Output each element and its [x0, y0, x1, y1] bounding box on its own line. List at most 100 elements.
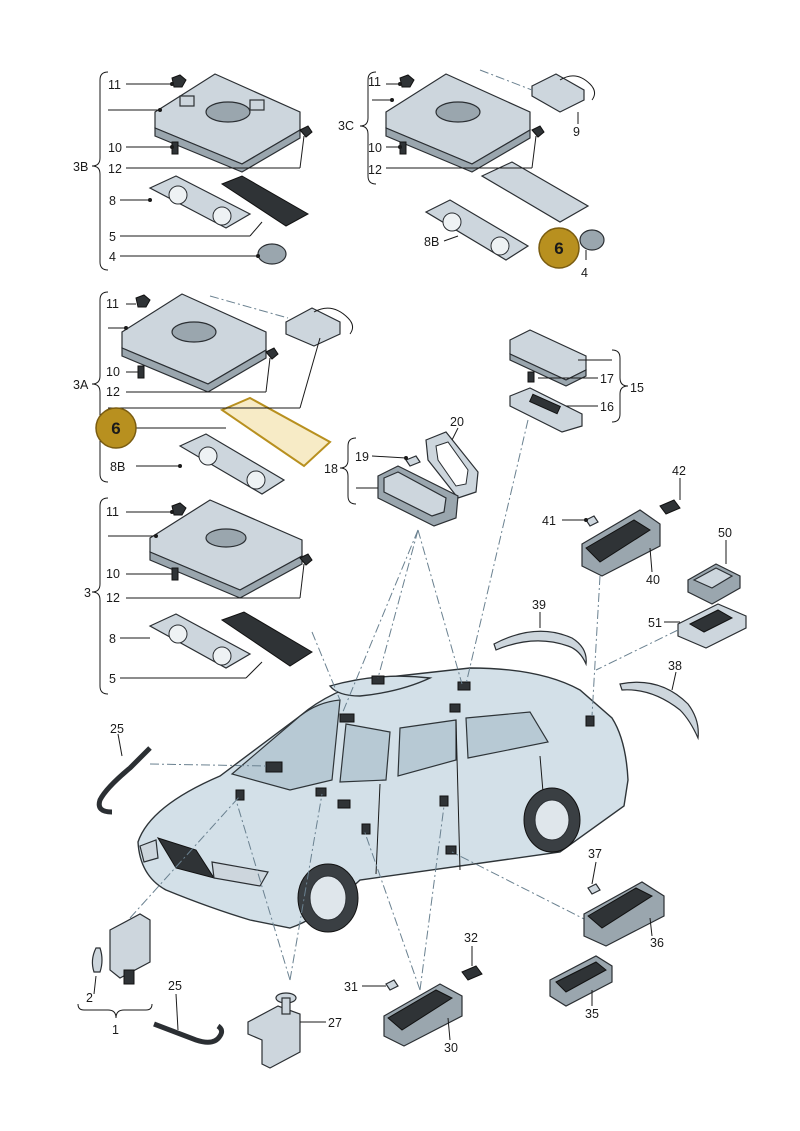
- label-11: 11: [108, 78, 121, 92]
- socket-4-3b[interactable]: [257, 243, 287, 265]
- marker-roof-lamp[interactable]: [457, 681, 471, 691]
- label-27: 27: [328, 1016, 342, 1030]
- label-31: 31: [344, 980, 358, 994]
- label-4: 4: [109, 250, 116, 264]
- screw-12-3a[interactable]: [265, 347, 279, 360]
- marker-sunroof-lamp[interactable]: [371, 675, 385, 685]
- label-42: 42: [672, 464, 686, 478]
- label-12: 12: [106, 591, 120, 605]
- front-door-window: [397, 719, 457, 777]
- label-11: 11: [106, 505, 119, 519]
- label-5: 5: [109, 672, 116, 686]
- group-18: 18 19 20: [324, 415, 479, 527]
- bulb-10-3[interactable]: [171, 567, 179, 581]
- label-8b: 8B: [424, 235, 439, 249]
- trim-panel-6-highlighted[interactable]: [219, 396, 332, 468]
- label-40: 40: [646, 573, 660, 587]
- screw-12-3b[interactable]: [299, 125, 313, 138]
- bulb-37[interactable]: [587, 883, 601, 895]
- group-30: 31 32 30: [344, 931, 483, 1055]
- label-39: 39: [532, 598, 546, 612]
- label-12: 12: [368, 163, 382, 177]
- label-5: 5: [109, 230, 116, 244]
- clip-11-3[interactable]: [171, 502, 187, 516]
- marker-front-lamp[interactable]: [265, 761, 283, 773]
- label-11: 11: [368, 75, 381, 89]
- clip-11-3c[interactable]: [399, 74, 415, 88]
- bulb-41[interactable]: [585, 515, 599, 527]
- module-9[interactable]: [531, 73, 585, 113]
- label-30: 30: [444, 1041, 458, 1055]
- label-8: 8: [109, 632, 116, 646]
- label-11: 11: [106, 297, 119, 311]
- label-3a: 3A: [73, 378, 89, 392]
- label-35: 35: [585, 1007, 599, 1021]
- connector-42[interactable]: [659, 499, 681, 515]
- lamp-unit-1[interactable]: [109, 913, 151, 979]
- label-38: 38: [668, 659, 682, 673]
- label-19: 19: [355, 450, 369, 464]
- trim-strip-39[interactable]: [493, 630, 587, 667]
- label-9: 9: [573, 125, 580, 139]
- label-18: 18: [324, 462, 338, 476]
- lens-5-3b[interactable]: [220, 175, 310, 227]
- group-35: 35: [549, 955, 613, 1021]
- label-8: 8: [109, 194, 116, 208]
- label-3c: 3C: [338, 119, 354, 133]
- group-27: 27: [247, 992, 342, 1069]
- highlight-callout-6[interactable]: [95, 407, 137, 449]
- lens-5-3[interactable]: [220, 611, 313, 667]
- label-12: 12: [106, 385, 120, 399]
- label-51: 51: [648, 616, 662, 630]
- bulb-31[interactable]: [385, 979, 399, 991]
- cable-25-lower[interactable]: [153, 1021, 225, 1045]
- connector-32[interactable]: [461, 965, 483, 981]
- headlight: [211, 861, 269, 887]
- bulb-17[interactable]: [527, 371, 535, 383]
- trim-panel-6-3c[interactable]: [480, 161, 590, 223]
- clip-11-3a[interactable]: [135, 294, 151, 308]
- highlight-callout-6[interactable]: [538, 227, 580, 269]
- label-3b: 3B: [73, 160, 88, 174]
- label-10: 10: [368, 141, 382, 155]
- lens-8b-3a[interactable]: [178, 433, 286, 495]
- group-3a: 3A 11 10 12 8B 6: [73, 291, 354, 495]
- switch-27[interactable]: [247, 1005, 301, 1069]
- bulb-19[interactable]: [405, 455, 421, 467]
- clip-11-3b[interactable]: [171, 74, 187, 88]
- label-41: 41: [542, 514, 556, 528]
- cable-25[interactable]: [96, 746, 152, 815]
- bulb-2[interactable]: [91, 947, 103, 973]
- trim-strips: 39 38: [493, 598, 699, 741]
- label-17: 17: [600, 372, 614, 386]
- group-50-51: 50 51: [648, 526, 747, 649]
- group-3b: 3B 11 10 12 8 5 4: [73, 71, 313, 271]
- group-3: 3 11 10 12 8 5: [84, 497, 313, 695]
- label-1: 1: [112, 1023, 119, 1037]
- screw-12-3[interactable]: [299, 553, 313, 566]
- label-8b: 8B: [110, 460, 125, 474]
- label-12: 12: [108, 162, 122, 176]
- lens-8b-3c[interactable]: [424, 199, 530, 261]
- label-25: 25: [168, 979, 182, 993]
- front-side-window: [339, 723, 391, 783]
- label-2: 2: [86, 991, 93, 1005]
- label-37: 37: [588, 847, 602, 861]
- label-10: 10: [106, 567, 120, 581]
- label-50: 50: [718, 526, 732, 540]
- group-3c: 3C 11 10 12 9 8B 4 6: [338, 69, 605, 280]
- socket-4-3c[interactable]: [579, 229, 605, 251]
- lamp-16[interactable]: [509, 387, 583, 433]
- group-25-lower: 25: [153, 979, 225, 1045]
- label-4: 4: [581, 266, 588, 280]
- bulb-10-3a[interactable]: [137, 365, 145, 379]
- module-3a[interactable]: [285, 307, 341, 347]
- car-body: [137, 667, 629, 933]
- group-36: 37 36: [583, 847, 665, 950]
- group-25-upper: 25: [96, 722, 152, 815]
- group-1: 2 1: [77, 913, 153, 1037]
- group-40: 41 42 40: [542, 464, 686, 587]
- screw-12-3c[interactable]: [531, 125, 545, 138]
- trim-strip-38[interactable]: [619, 681, 699, 741]
